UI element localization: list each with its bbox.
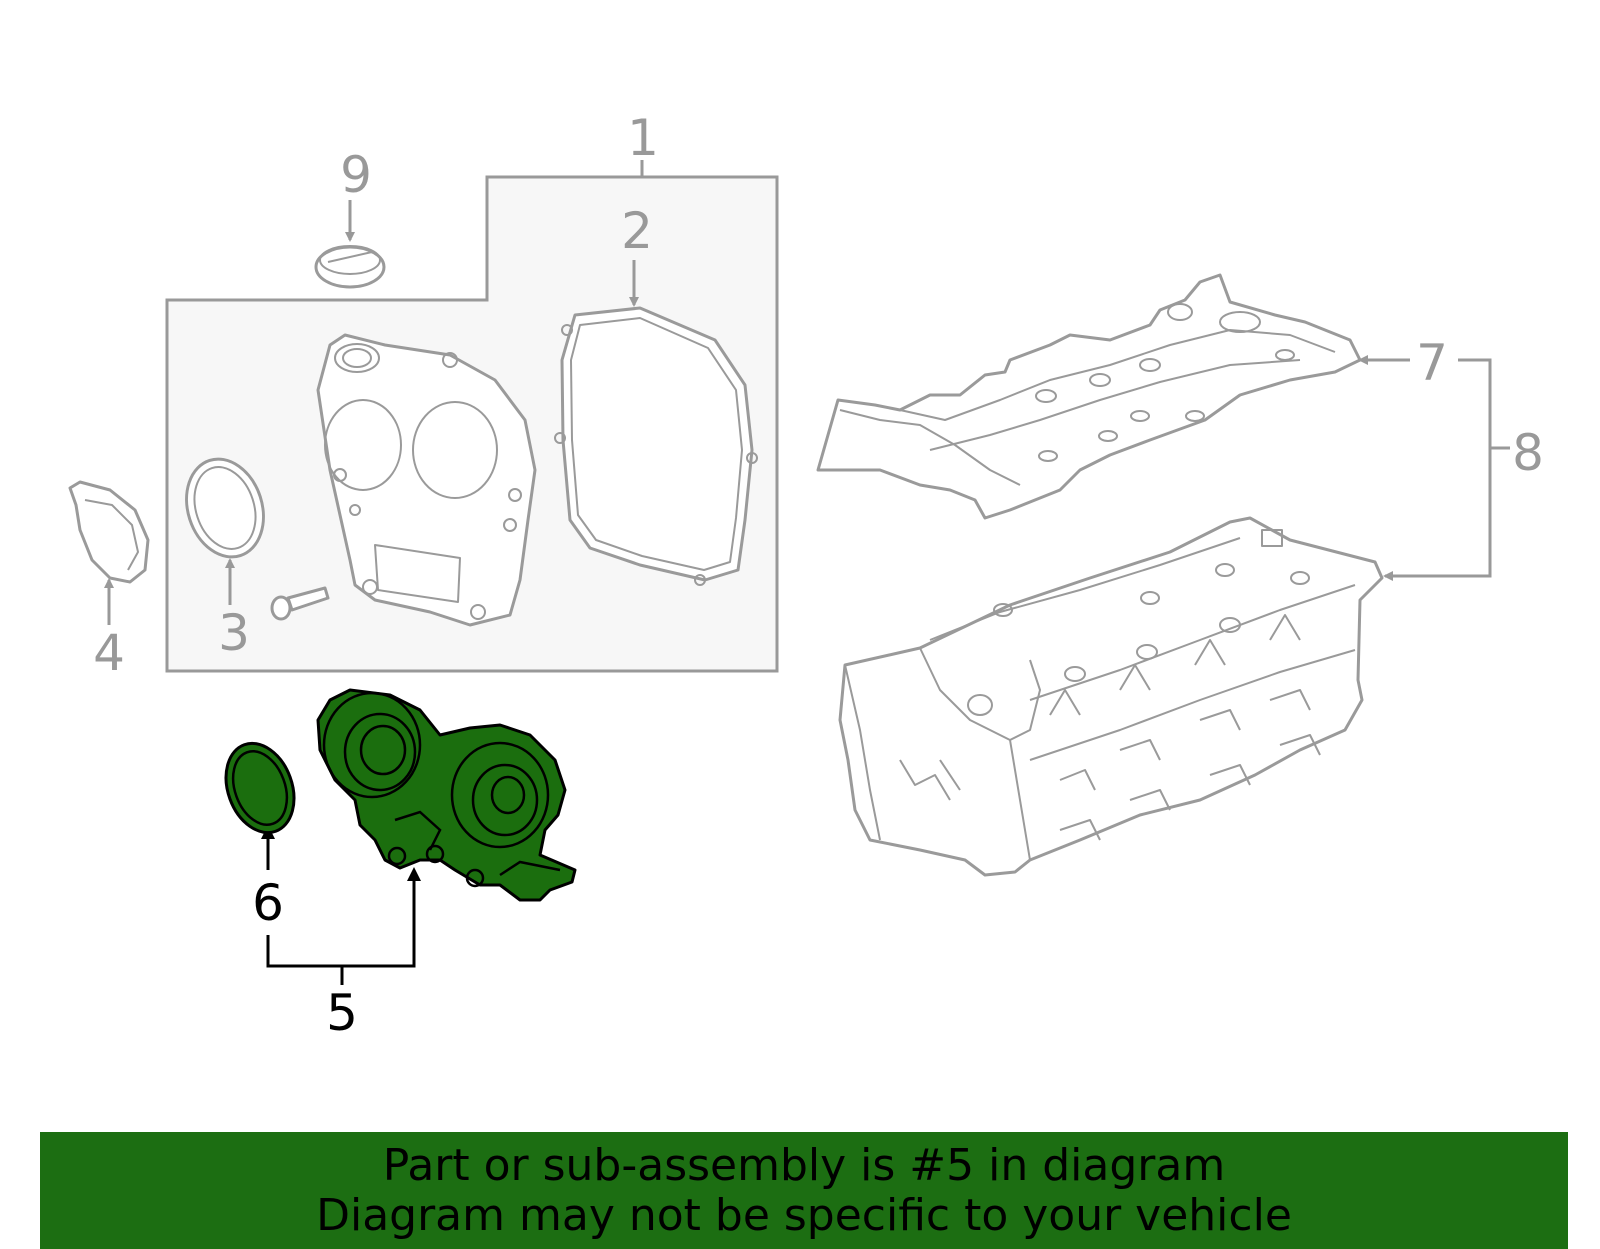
- callout-9: 9: [340, 146, 372, 204]
- banner-line-1: Part or sub-assembly is #5 in diagram: [382, 1139, 1226, 1191]
- leader-7-8: [1390, 358, 1492, 578]
- banner-line-2: Diagram may not be specific to your vehi…: [316, 1189, 1292, 1241]
- info-banner: Part or sub-assembly is #5 in diagram Di…: [40, 1132, 1568, 1249]
- cylinder-head-part-8: [838, 516, 1384, 877]
- callout-8: 8: [1512, 424, 1544, 482]
- callout-4: 4: [93, 624, 125, 682]
- leader-5-bracket: [266, 880, 416, 968]
- callout-5: 5: [326, 984, 358, 1042]
- seal-part-3: [185, 457, 265, 559]
- camshaft-carrier-part-7: [816, 273, 1362, 520]
- camshaft-actuator-part-5: [316, 688, 577, 902]
- oil-cap-part-9: [314, 245, 386, 289]
- bolt-part: [270, 586, 330, 621]
- timing-cover: [316, 333, 537, 627]
- seal-part-6: [224, 741, 296, 835]
- callout-7: 7: [1416, 334, 1448, 392]
- gasket-part-2: [554, 306, 758, 586]
- shield-part-4: [68, 480, 150, 584]
- callout-3: 3: [218, 604, 250, 662]
- callout-2: 2: [621, 202, 653, 260]
- callout-6: 6: [252, 874, 284, 932]
- callout-1: 1: [627, 109, 659, 167]
